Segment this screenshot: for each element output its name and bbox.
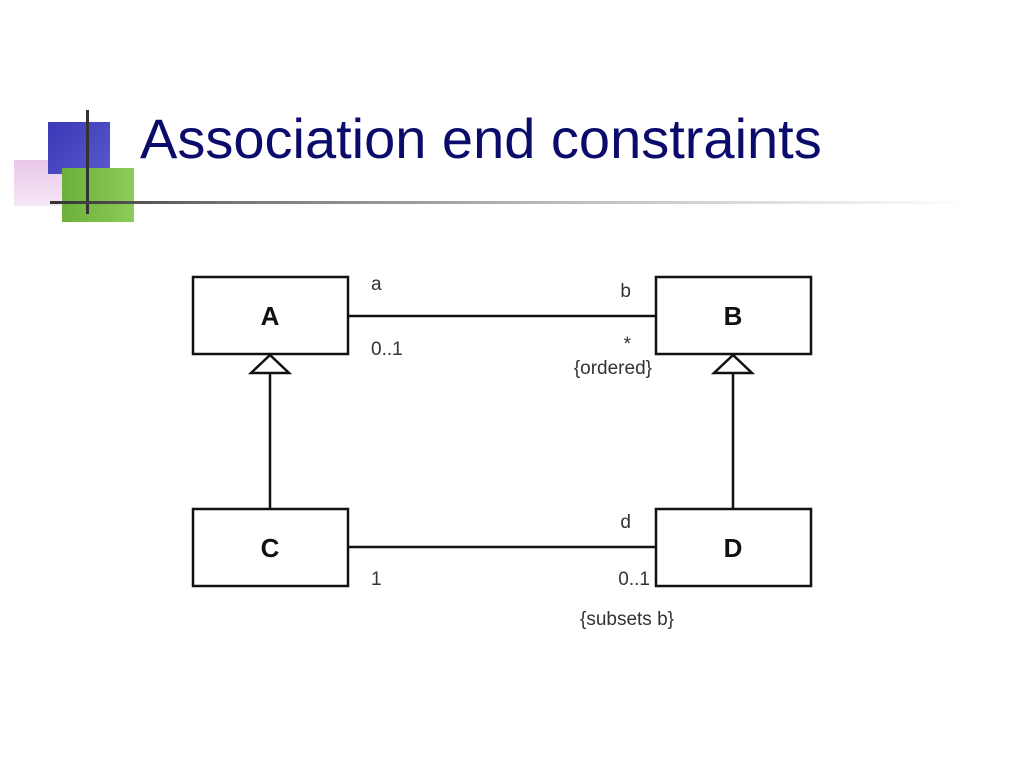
role-label-b: b: [620, 281, 631, 302]
class-name-a: A: [261, 301, 280, 331]
generalization-arrowhead-a: [247, 353, 293, 375]
class-box-a[interactable]: A: [191, 275, 350, 356]
constraint-label-ordered: {ordered}: [574, 358, 652, 379]
role-label-a: a: [371, 274, 382, 295]
class-box-b[interactable]: B: [654, 275, 813, 356]
slide-title: Association end constraints: [140, 107, 822, 170]
decorative-blue-square: [48, 122, 110, 174]
class-name-d: D: [724, 533, 743, 563]
decorative-green-square: [62, 168, 134, 222]
class-box-d[interactable]: D: [654, 507, 813, 588]
multiplicity-label-d: 0..1: [618, 569, 650, 590]
class-box-c[interactable]: C: [191, 507, 350, 588]
constraint-label-subsets: {subsets b}: [580, 609, 674, 630]
class-name-c: C: [261, 533, 280, 563]
generalization-arrowhead-b: [710, 353, 756, 375]
role-label-d: d: [620, 512, 631, 533]
multiplicity-label-a: 0..1: [371, 339, 403, 360]
title-underline: [50, 201, 970, 204]
class-name-b: B: [724, 301, 743, 331]
decorative-vertical-line: [86, 110, 89, 214]
multiplicity-label-b: *: [624, 334, 632, 355]
multiplicity-label-c: 1: [371, 569, 382, 590]
